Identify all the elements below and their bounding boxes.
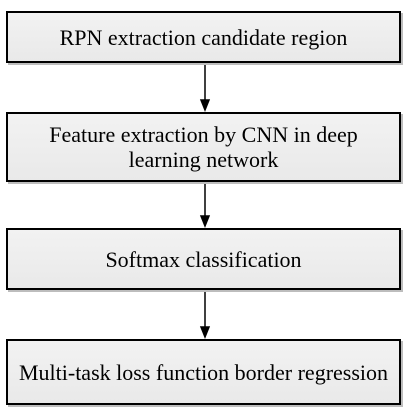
arrow-3-to-4-head	[199, 326, 211, 340]
arrow-2-to-3-head	[199, 215, 211, 229]
arrow-1-to-2-head	[199, 99, 211, 113]
step-box-rpn-extraction: RPN extraction candidate region	[6, 11, 401, 63]
step-label-border-regression: Multi-task loss function border regressi…	[18, 359, 389, 385]
step-label-rpn-extraction: RPN extraction candidate region	[59, 24, 348, 50]
step-box-softmax-classification: Softmax classification	[6, 228, 401, 290]
step-box-feature-extraction: Feature extraction by CNN in deep learni…	[6, 112, 401, 182]
step-label-softmax-classification: Softmax classification	[105, 246, 302, 272]
step-label-feature-extraction: Feature extraction by CNN in deep learni…	[49, 122, 358, 172]
step-box-border-regression: Multi-task loss function border regressi…	[6, 339, 401, 405]
